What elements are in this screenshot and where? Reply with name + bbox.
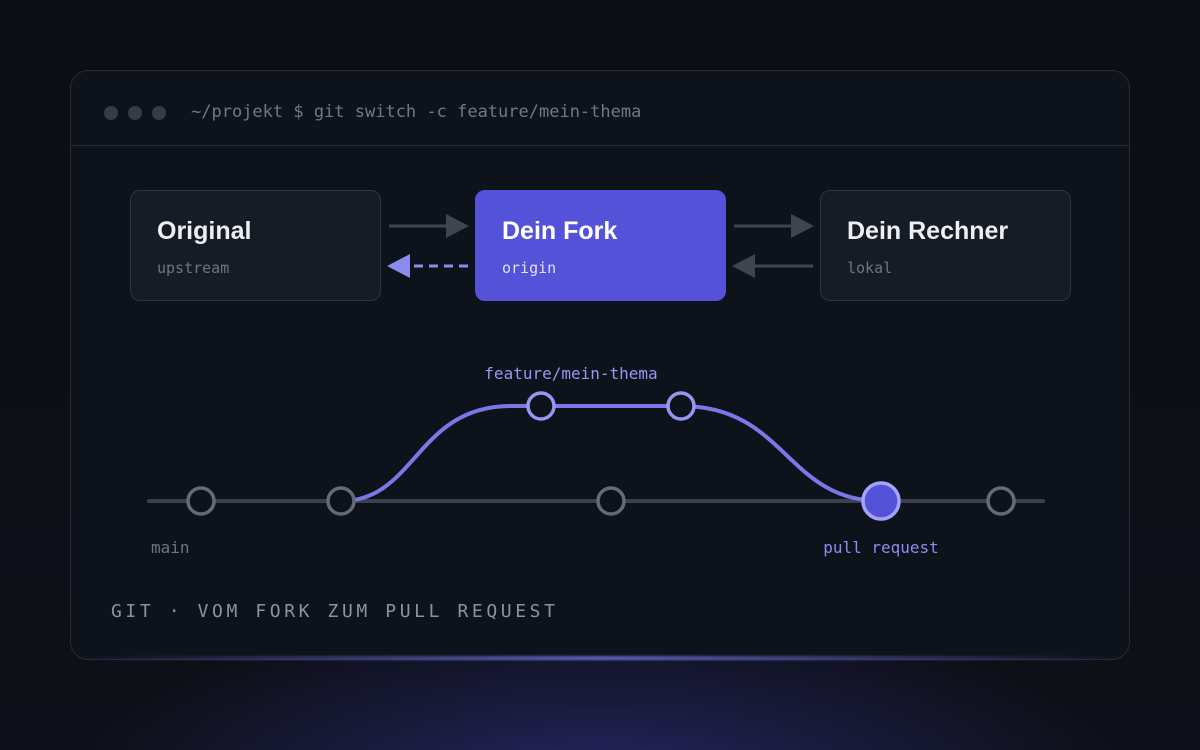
window-bottom-glow bbox=[70, 656, 1130, 660]
window-control-dot[interactable] bbox=[104, 106, 118, 120]
main-branch-label: main bbox=[151, 538, 190, 557]
window-titlebar: ~/projekt $ git switch -c feature/mein-t… bbox=[71, 71, 1129, 146]
feature-commit-node bbox=[666, 391, 696, 421]
main-commit-node bbox=[326, 486, 356, 516]
main-commit-node bbox=[186, 486, 216, 516]
repo-title: Original bbox=[157, 217, 252, 245]
main-commit-node bbox=[596, 486, 626, 516]
arrow-fork-to-upstream-pull-request bbox=[387, 254, 468, 278]
terminal-command: ~/projekt $ git switch -c feature/mein-t… bbox=[191, 102, 642, 122]
window-control-dot[interactable] bbox=[128, 106, 142, 120]
arrow-upstream-to-fork bbox=[389, 214, 469, 238]
repo-remote-name: upstream bbox=[157, 259, 230, 277]
commit-layer bbox=[186, 391, 1016, 521]
footer-caption: GIT · VOM FORK ZUM PULL REQUEST bbox=[111, 601, 559, 622]
git-flow-diagram: feature/mein-thema main pull request bbox=[147, 214, 1045, 557]
main-commit-node bbox=[986, 486, 1016, 516]
repo-box-upstream: Original upstream bbox=[130, 190, 381, 301]
feature-branch-label: feature/mein-thema bbox=[484, 364, 657, 383]
repo-remote-name: origin bbox=[502, 259, 557, 277]
feature-commit-node bbox=[526, 391, 556, 421]
arrow-fork-to-local-clone bbox=[734, 214, 814, 238]
window-control-dot[interactable] bbox=[152, 106, 166, 120]
repo-title: Dein Rechner bbox=[847, 217, 1009, 245]
terminal-window: ~/projekt $ git switch -c feature/mein-t… bbox=[70, 70, 1130, 660]
repo-box-local: Dein Rechner lokal bbox=[820, 190, 1071, 301]
pull-request-label: pull request bbox=[823, 538, 939, 557]
repo-remote-name: lokal bbox=[847, 259, 893, 277]
repo-title: Dein Fork bbox=[502, 217, 618, 245]
repo-box-origin: Dein Fork origin bbox=[475, 190, 726, 301]
arrow-local-to-fork-push bbox=[732, 254, 813, 278]
pull-request-merge-commit bbox=[861, 481, 901, 521]
